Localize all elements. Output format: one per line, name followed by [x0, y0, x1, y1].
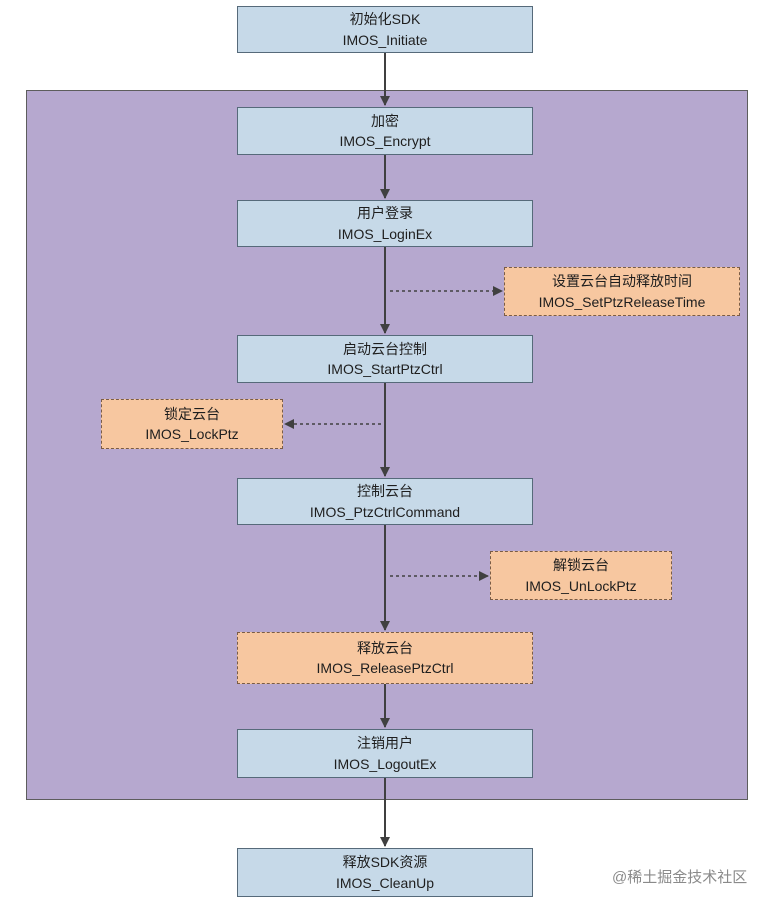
node-api: IMOS_Initiate — [342, 31, 428, 48]
node-title: 设置云台自动释放时间 — [552, 273, 692, 290]
node-api: IMOS_PtzCtrlCommand — [309, 503, 461, 520]
node-title: 解锁云台 — [553, 557, 609, 574]
watermark: @稀土掘金技术社区 — [612, 869, 748, 886]
node-api: IMOS_ReleasePtzCtrl — [316, 660, 454, 676]
node-cleanup: 释放SDK资源 IMOS_CleanUp — [237, 848, 533, 897]
node-title: 锁定云台 — [164, 405, 220, 422]
node-api: IMOS_UnLockPtz — [525, 577, 637, 594]
node-start-ptz: 启动云台控制 IMOS_StartPtzCtrl — [237, 335, 533, 383]
node-title: 加密 — [371, 112, 399, 129]
node-title: 初始化SDK — [349, 11, 421, 28]
node-lock-ptz: 锁定云台 IMOS_LockPtz — [101, 399, 283, 449]
node-api: IMOS_SetPtzReleaseTime — [538, 293, 706, 310]
node-api: IMOS_CleanUp — [335, 874, 435, 891]
node-api: IMOS_LogoutEx — [333, 755, 437, 772]
node-title: 释放云台 — [357, 639, 413, 656]
node-title: 释放SDK资源 — [342, 854, 428, 871]
node-release-ptz: 释放云台 IMOS_ReleasePtzCtrl — [237, 632, 533, 684]
node-title: 启动云台控制 — [343, 340, 427, 357]
node-api: IMOS_LockPtz — [145, 426, 239, 442]
node-api: IMOS_Encrypt — [339, 133, 431, 149]
node-title: 注销用户 — [357, 735, 413, 752]
node-api: IMOS_StartPtzCtrl — [327, 361, 443, 377]
node-set-release-time: 设置云台自动释放时间 IMOS_SetPtzReleaseTime — [504, 267, 740, 316]
node-title: 控制云台 — [357, 483, 413, 500]
node-ptz-command: 控制云台 IMOS_PtzCtrlCommand — [237, 478, 533, 525]
node-logout: 注销用户 IMOS_LogoutEx — [237, 729, 533, 778]
node-init-sdk: 初始化SDK IMOS_Initiate — [237, 6, 533, 53]
node-encrypt: 加密 IMOS_Encrypt — [237, 107, 533, 155]
node-api: IMOS_LoginEx — [337, 225, 433, 242]
node-unlock-ptz: 解锁云台 IMOS_UnLockPtz — [490, 551, 672, 600]
node-login: 用户登录 IMOS_LoginEx — [237, 200, 533, 247]
node-title: 用户登录 — [357, 205, 413, 222]
